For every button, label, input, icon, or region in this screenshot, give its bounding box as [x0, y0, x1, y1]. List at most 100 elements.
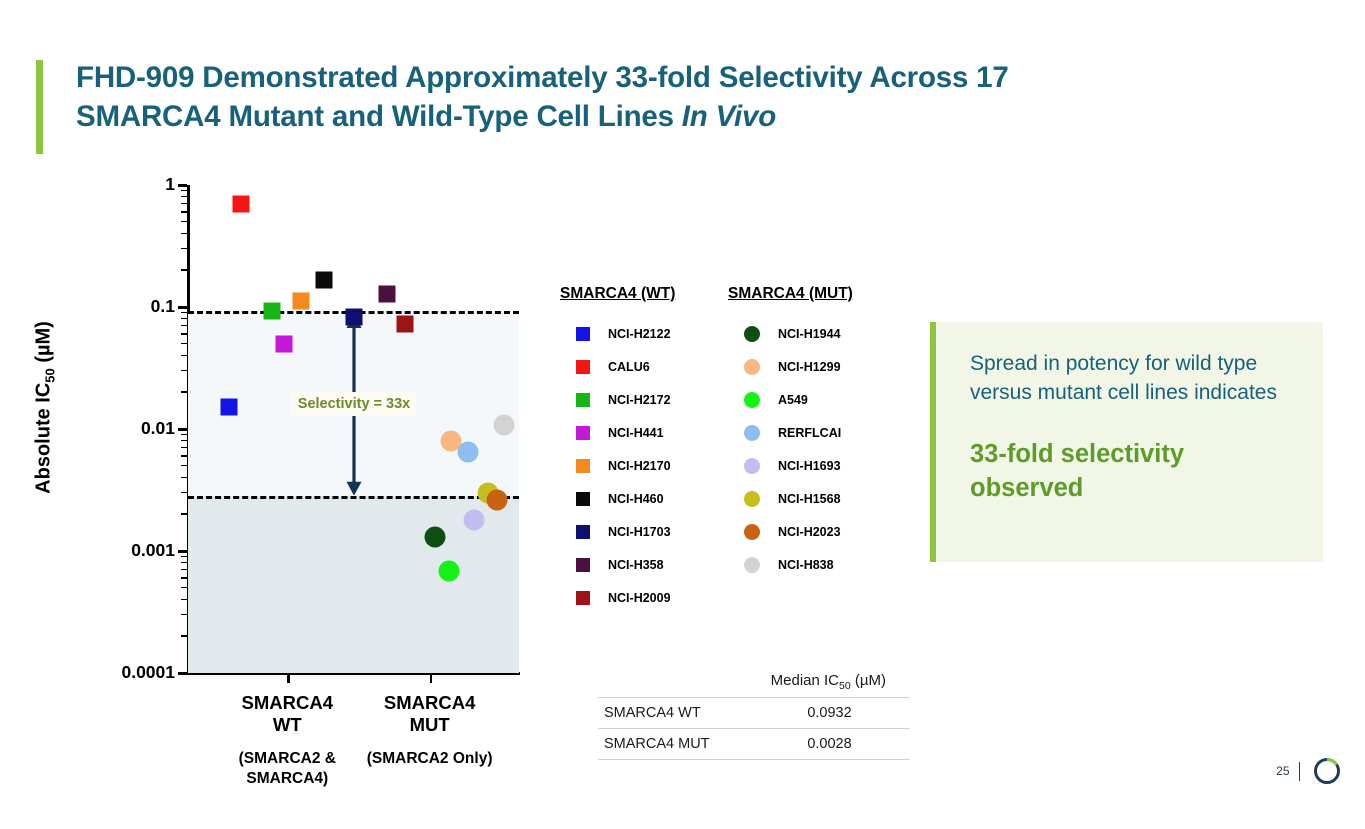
data-point-nci-h2009: [396, 315, 414, 333]
legend-item-label: NCI-H358: [608, 557, 664, 572]
legend-item[interactable]: NCI-H1703: [560, 515, 675, 548]
legend-item[interactable]: NCI-H1568: [728, 482, 853, 515]
legend-item[interactable]: CALU6: [560, 350, 675, 383]
title-accent-bar: [36, 60, 43, 154]
legend-item-label: NCI-H2170: [608, 458, 671, 473]
legend-swatch-icon: [744, 523, 760, 540]
legend-item-label: NCI-H1299: [778, 359, 841, 374]
y-tick-minor: [181, 586, 187, 589]
legend-swatch-icon: [576, 458, 590, 473]
legend-item-label: NCI-H460: [608, 491, 664, 506]
y-tick-label: 0.1: [150, 296, 175, 316]
legend-header-mut: SMARCA4 (MUT): [728, 285, 853, 302]
legend-swatch-icon: [744, 358, 760, 375]
median-row-value: 0.0028: [777, 728, 910, 760]
callout-box: Spread in potency for wild type versus m…: [930, 322, 1323, 562]
data-point-a549: [438, 560, 460, 582]
legend-item[interactable]: NCI-H1299: [728, 350, 853, 383]
y-tick-minor: [181, 613, 187, 616]
legend-swatch-icon: [576, 359, 590, 374]
y-tick-minor: [181, 439, 187, 442]
y-tick-minor: [181, 342, 187, 345]
y-tick-minor: [181, 202, 187, 205]
y-tick-minor: [181, 391, 187, 393]
y-tick-minor: [181, 232, 187, 235]
slide-footer: 25: [1276, 755, 1343, 787]
data-point-calu6: [232, 195, 250, 213]
legend-swatch-icon: [744, 457, 760, 474]
callout-accent-bar: [930, 322, 936, 562]
title-line-1: FHD-909 Demonstrated Approximately 33-fo…: [76, 61, 1009, 94]
data-point-nci-h2023: [486, 489, 508, 511]
y-tick-minor: [181, 577, 187, 579]
data-point-nci-h358: [378, 285, 396, 303]
y-tick-major: [178, 306, 187, 309]
legend-item[interactable]: NCI-H441: [560, 416, 675, 449]
callout-lead-text: Spread in potency for wild type versus m…: [970, 352, 1277, 404]
legend-item[interactable]: NCI-H2170: [560, 449, 675, 482]
x-tick: [429, 674, 433, 683]
legend-swatch-icon: [576, 491, 590, 506]
data-point-nci-h838: [493, 414, 515, 436]
legend-item[interactable]: RERFLCAI: [728, 416, 853, 449]
y-tick-label: 1: [165, 174, 175, 194]
legend-swatch-icon: [744, 490, 760, 507]
legend-item-label: NCI-H838: [778, 557, 834, 572]
legend-swatch-icon: [744, 424, 760, 441]
y-tick-major: [178, 428, 187, 431]
legend-swatch-icon: [744, 325, 760, 342]
title-line-2-italic: In Vivo: [681, 100, 777, 134]
callout-body: Spread in potency for wild type versus m…: [970, 350, 1290, 505]
data-point-nci-h1299: [440, 430, 462, 452]
plot-area: Selectivity = 33x: [188, 185, 519, 673]
y-tick-minor: [181, 433, 187, 436]
x-category-sublabel: (SMARCA2 & SMARCA4): [238, 750, 336, 787]
data-point-rerflcai: [457, 441, 479, 463]
legend-item[interactable]: NCI-H1693: [728, 449, 853, 482]
legend-item-label: RERFLCAI: [778, 425, 842, 440]
legend-item[interactable]: NCI-H2172: [560, 383, 675, 416]
data-point-nci-h460: [315, 271, 333, 289]
median-header-sub: 50: [839, 680, 851, 692]
x-tick: [287, 674, 290, 683]
y-tick-minor: [181, 561, 187, 564]
slide-title-block: FHD-909 Demonstrated Approximately 33-fo…: [36, 58, 1216, 158]
legend-item[interactable]: NCI-H2122: [560, 317, 675, 350]
legend-item-label: NCI-H1944: [778, 326, 841, 341]
legend-swatch-icon: [576, 326, 590, 341]
legend-item[interactable]: NCI-H358: [560, 548, 675, 581]
selectivity-annotation: Selectivity = 33x: [290, 391, 418, 416]
legend-item[interactable]: NCI-H1944: [728, 317, 853, 350]
data-point-nci-h2170: [292, 292, 310, 310]
y-tick-minor: [181, 555, 187, 558]
data-point-nci-h1944: [424, 526, 446, 548]
title-line-2: SMARCA4 Mutant and Wild-Type Cell Lines: [76, 100, 682, 134]
legend-item-label: NCI-H2122: [608, 326, 671, 341]
shaded-band-lower: [188, 496, 519, 673]
legend-item[interactable]: NCI-H460: [560, 482, 675, 515]
y-tick-minor: [181, 354, 187, 357]
median-row-label: SMARCA4 WT: [598, 697, 777, 729]
legend-item[interactable]: NCI-H2009: [560, 581, 675, 614]
y-tick-minor: [181, 513, 187, 515]
legend-item[interactable]: NCI-H2023: [728, 515, 853, 548]
y-tick-minor: [181, 324, 187, 327]
legend-item[interactable]: NCI-H838: [728, 548, 853, 581]
legend-item-label: NCI-H2172: [608, 392, 671, 407]
y-tick-minor: [181, 635, 187, 637]
x-category-sublabel: (SMARCA2 Only): [366, 750, 493, 768]
y-tick-minor: [181, 311, 187, 314]
y-tick-minor: [181, 247, 187, 250]
data-point-nci-h2172: [263, 302, 281, 320]
legend-swatch-icon: [744, 391, 760, 408]
y-tick-minor: [181, 476, 187, 479]
legend-item[interactable]: A549: [728, 383, 853, 416]
median-row-label: SMARCA4 MUT: [598, 728, 777, 760]
company-logo-icon: [1314, 757, 1340, 784]
legend-swatch-icon: [576, 392, 590, 407]
legend-swatch-icon: [744, 556, 760, 573]
